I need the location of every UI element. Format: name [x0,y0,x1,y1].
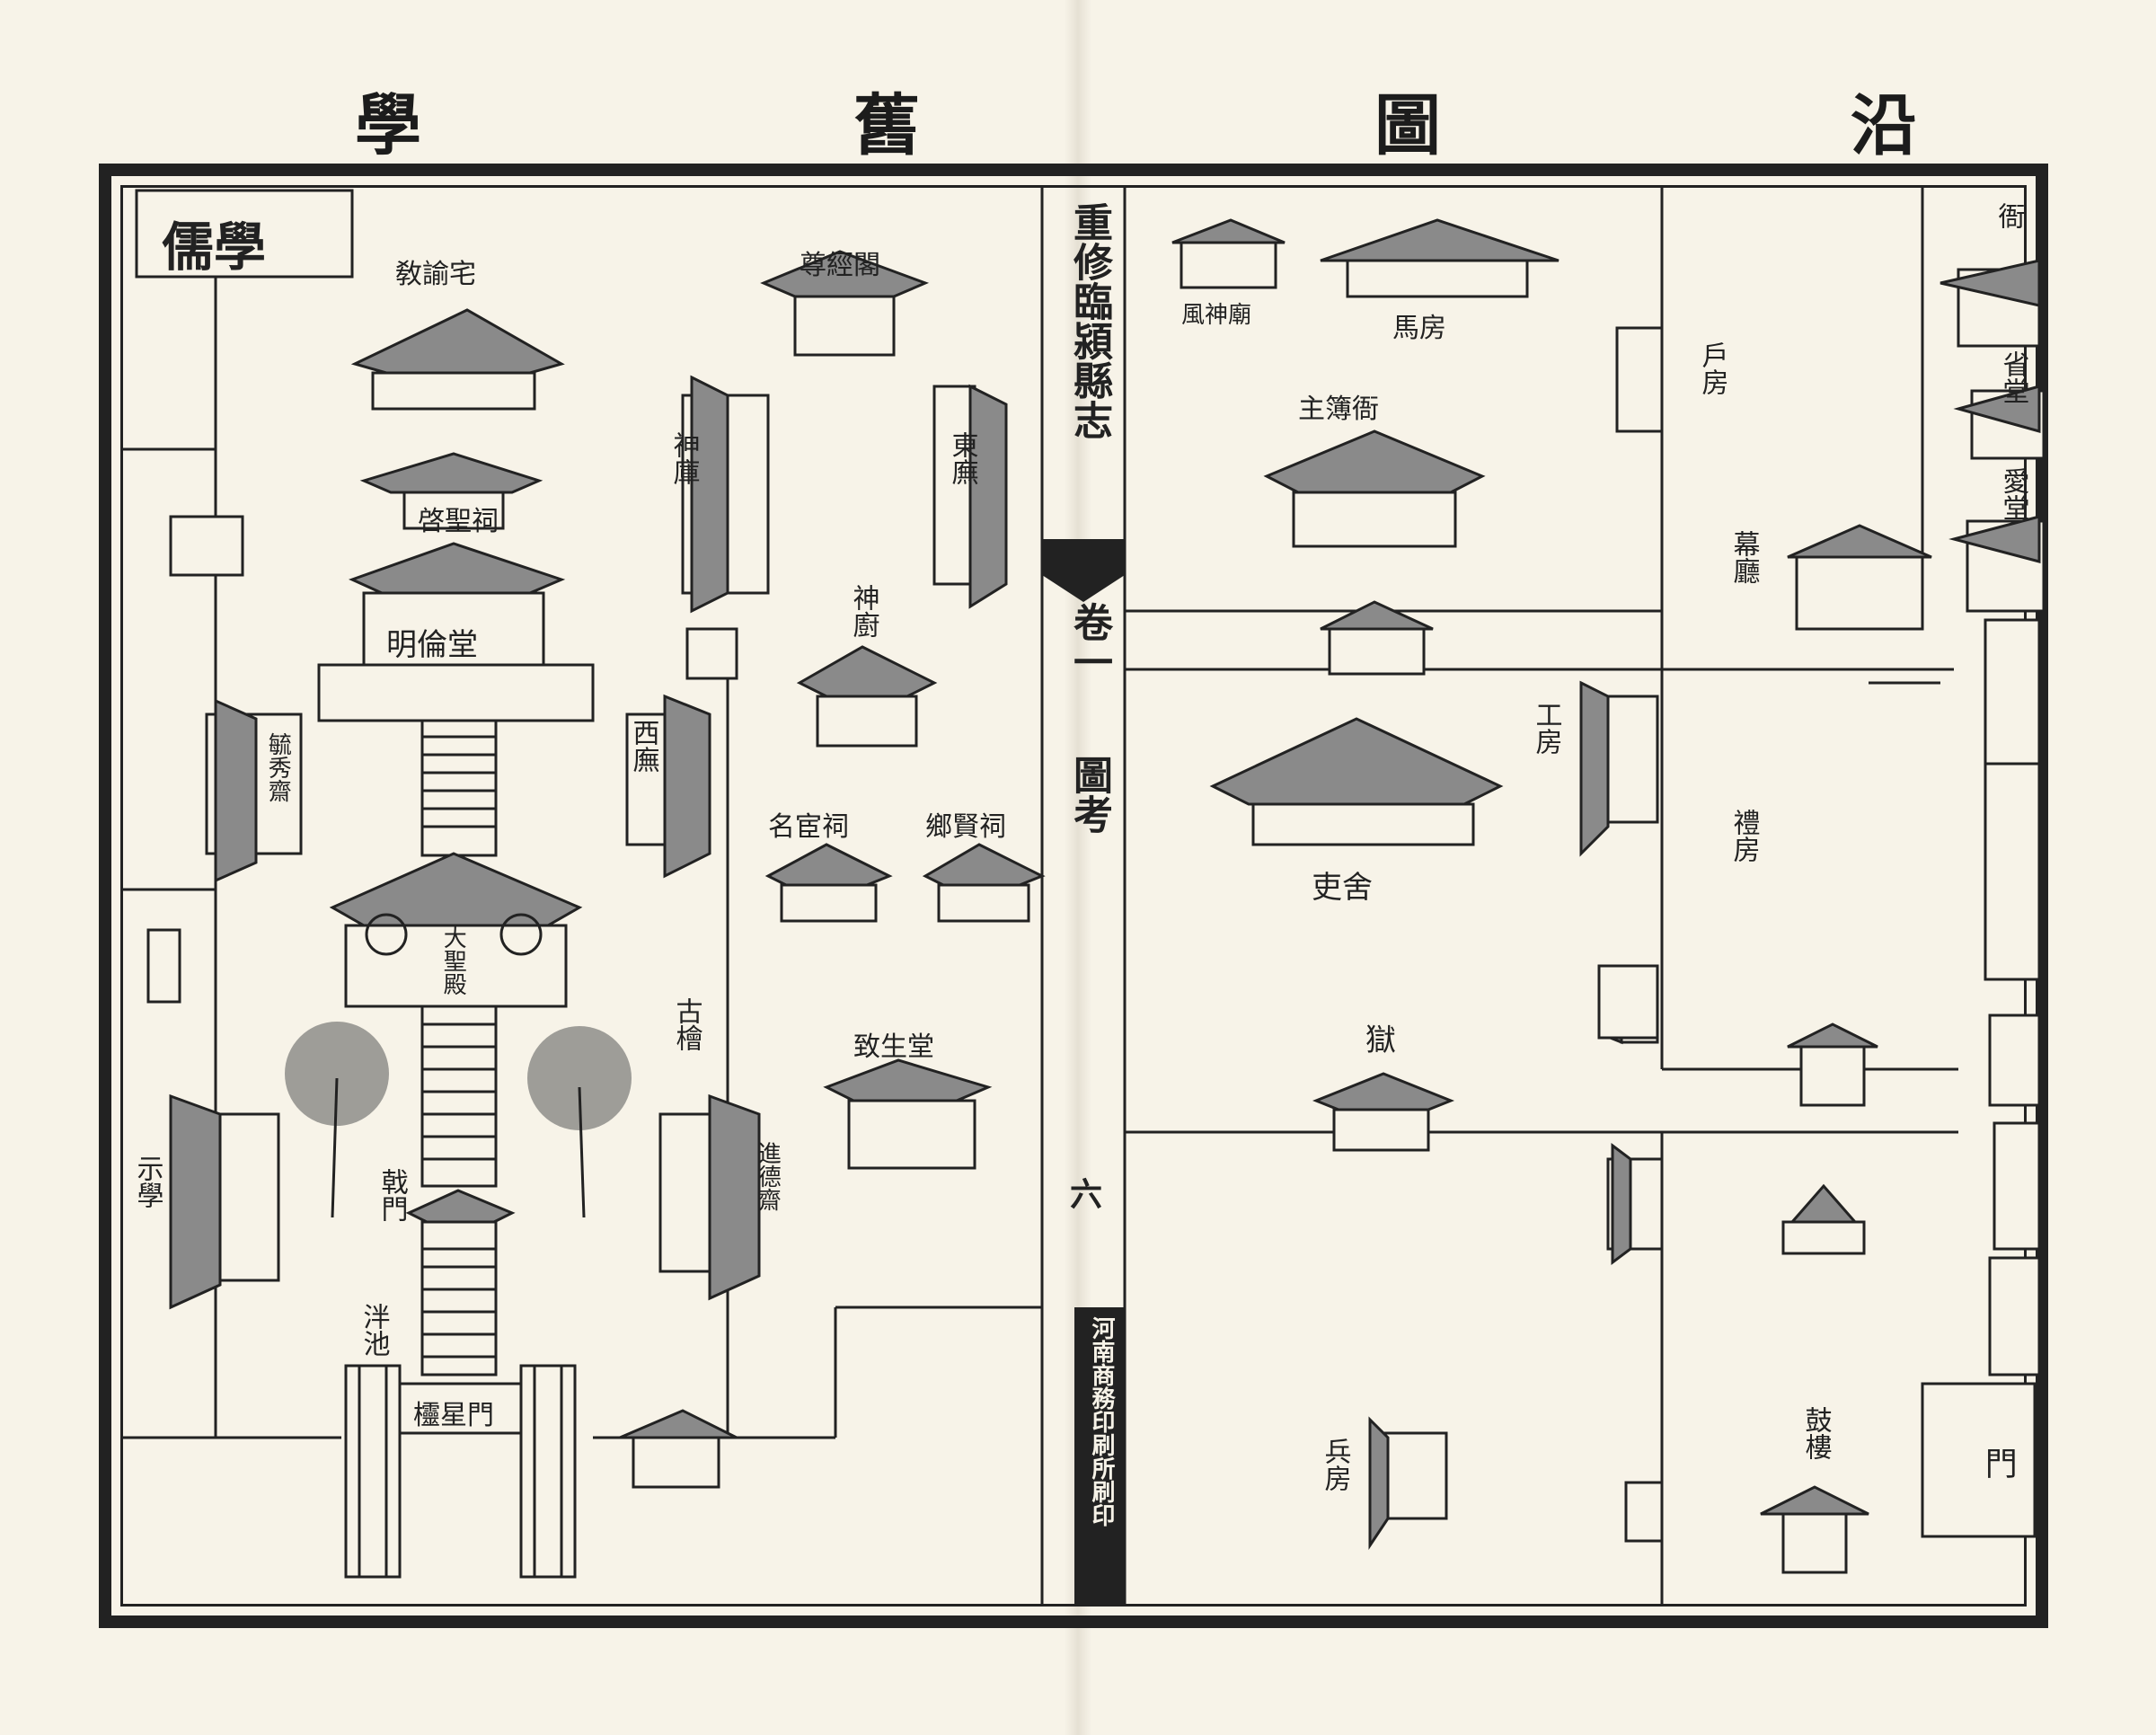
header-left-mid: 舊 [853,87,920,164]
label-jiaoyu-zhai: 敎諭宅 [395,259,476,290]
stairs-lower [422,1265,496,1359]
label-ji-men: 戟門 [376,1168,408,1222]
tree-left [285,1022,389,1218]
li-she-roof [1209,717,1504,806]
stairs-middle [422,1022,496,1161]
jiaoyu-roof [350,308,565,375]
label-zhai-left-1: 毓秀齋 [264,732,292,802]
label-zhai-left-2: 進德齋 [754,1141,782,1211]
label-li-fang: 禮房 [1727,809,1760,863]
label-shen-ku: 神庫 [667,431,700,485]
minglun-platform [317,663,595,722]
label-dacheng-dian: 大聖殿 [439,925,467,996]
label-bing-fang: 兵房 [1319,1438,1351,1492]
label-qi-sheng-ci: 啓聖祠 [418,506,499,537]
label-hu-fang: 戶房 [1696,341,1728,395]
spine-book-title: 重修臨潁縣志 [1066,202,1112,439]
stairs-upper [422,735,496,828]
spine-section: 圖考 [1066,755,1112,834]
corner-label-box [135,189,354,279]
spine-dark-band [1074,1307,1125,1607]
label-xi-wu: 西廡 [627,719,659,773]
label-zhi-sheng-tang: 致生堂 [853,1031,934,1063]
label-ma-fang: 馬房 [1392,313,1446,344]
label-zhubu-ya: 主簿衙 [1298,394,1379,425]
label-ming-huan-ci: 名宦祠 [768,811,849,843]
right-edge-halls [1921,259,2046,1538]
spine-volume: 卷一 [1066,602,1112,681]
label-shi-xue: 示學 [131,1155,163,1208]
corner-label: 儒學 [162,217,267,278]
label-shen-chu: 神廚 [847,584,879,638]
header-left-title: 學 [355,87,421,164]
label-dong-wu: 東廡 [946,431,978,485]
tree-right [527,1026,632,1218]
header-right-mid: 圖 [1374,87,1441,164]
label-feng-shen-miao: 風神廟 [1181,302,1252,329]
spine-fishtail-point [1042,575,1125,602]
label-pan-chi: 泮池 [358,1303,390,1357]
label-xiang-xian-ci: 鄉賢祠 [925,811,1006,843]
spine-printer: 河南商務印刷所刷印 [1088,1316,1115,1527]
spine-page-number: 六 [1065,1177,1102,1209]
label-mu-ting: 幕廳 [1727,530,1760,584]
label-sheng-tang: 省堂 [1997,350,2029,404]
label-jie: 衙 [1993,202,2025,229]
label-gong-fang: 工房 [1530,701,1562,755]
header-right-title: 沿 [1851,87,1917,164]
label-yu: 獄 [1365,1022,1396,1058]
label-gu-lou: 鼓樓 [1799,1406,1832,1460]
label-li-she: 吏舍 [1312,870,1373,906]
label-zun-jing-ge: 尊經閣 [800,250,880,281]
label-ai-tang: 愛堂 [1997,467,2029,521]
lingxing-gate-posts [344,1364,577,1579]
label-minglun-tang: 明倫堂 [386,627,478,663]
dacheng-roof [329,852,583,927]
label-gu-kuai: 古檜 [670,997,702,1051]
label-men: 門 [1979,1447,2017,1479]
spine-fishtail-top [1042,539,1125,575]
label-lingxing-men: 欞星門 [413,1400,494,1431]
